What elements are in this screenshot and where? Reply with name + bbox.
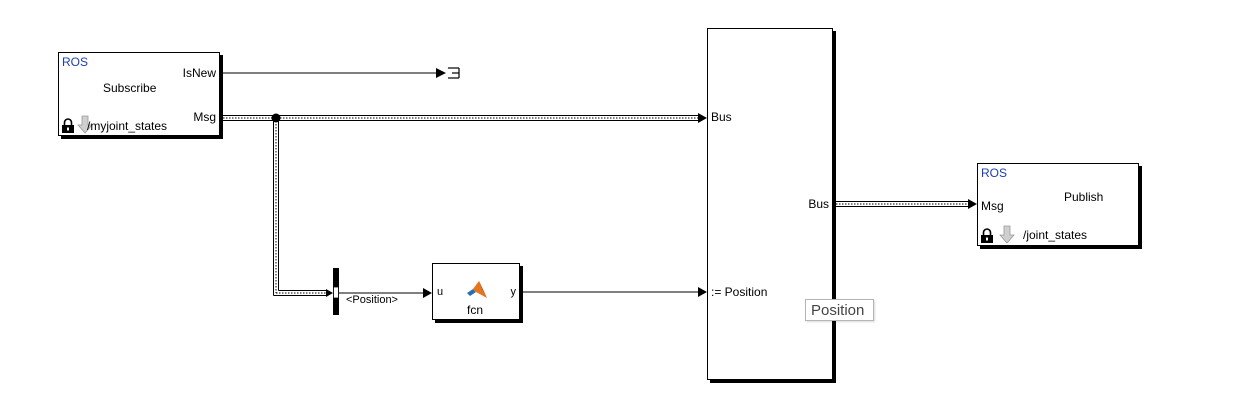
ros-subscribe-block[interactable]: ROS Subscribe IsNew Msg /myjoint_states — [58, 52, 220, 136]
fcn-name: fcn — [467, 303, 484, 317]
bus-in-arrowhead — [698, 113, 707, 123]
bus-selector-port — [333, 286, 339, 299]
bus-out-line[interactable] — [833, 201, 970, 207]
fcn-input-port-label: u — [437, 286, 444, 298]
position-in-arrowhead — [698, 287, 707, 297]
position-tooltip: Position — [805, 299, 874, 321]
publish-msg-port-label: Msg — [981, 199, 1004, 213]
bus-in-port-label: Bus — [711, 110, 732, 124]
position-in-port-label: := Position — [711, 285, 768, 299]
selector-arrowhead — [326, 289, 333, 297]
down-arrow-icon — [77, 115, 93, 139]
msg-bus-line[interactable] — [220, 115, 700, 121]
isnew-arrowhead — [436, 68, 446, 78]
publish-topic: /joint_states — [1023, 228, 1088, 242]
publish-in-arrowhead — [968, 199, 977, 209]
terminator-icon[interactable] — [448, 67, 460, 79]
msg-port-label: Msg — [193, 110, 216, 124]
publish-ros-label: ROS — [981, 166, 1008, 180]
fcn-output-port-label: y — [510, 286, 517, 298]
isnew-port-label: IsNew — [182, 66, 216, 80]
branch-bus-line[interactable] — [273, 118, 329, 296]
matlab-logo-icon — [466, 280, 488, 305]
publish-down-arrow-icon — [999, 225, 1015, 249]
bus-out-port-label: Bus — [808, 197, 829, 211]
subscribe-ros-label: ROS — [62, 55, 89, 69]
ros-publish-block[interactable]: ROS Publish Msg /joint_states — [977, 163, 1139, 246]
publish-lock-icon — [980, 228, 994, 249]
publish-title: Publish — [1064, 190, 1104, 204]
matlab-function-block[interactable]: u y fcn — [432, 263, 520, 320]
subscribe-topic: /myjoint_states — [87, 119, 168, 133]
lock-icon — [61, 118, 75, 139]
bus-assignment-block[interactable]: Bus := Position Bus — [707, 28, 833, 380]
subscribe-title: Subscribe — [103, 81, 157, 95]
fcn-in-arrowhead — [423, 288, 432, 298]
position-signal-label: <Position> — [346, 294, 398, 306]
